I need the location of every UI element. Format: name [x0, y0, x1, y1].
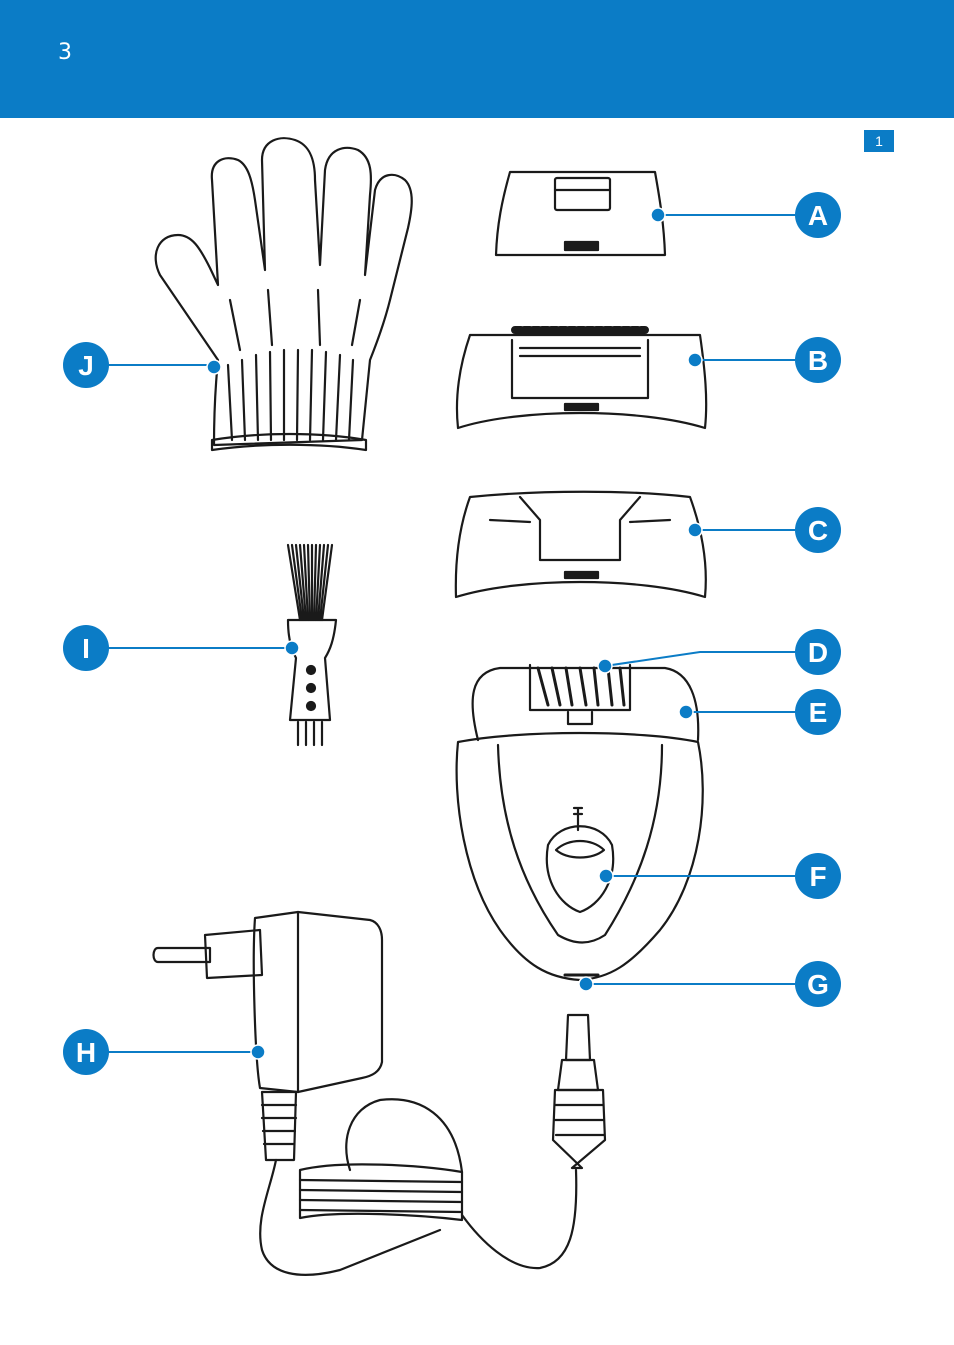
svg-text:D: D	[808, 637, 828, 668]
anchor-dot-b	[688, 353, 702, 367]
svg-text:J: J	[78, 350, 94, 381]
leader-line-d	[605, 652, 795, 666]
callout-j: J	[63, 342, 109, 388]
shaving-head-illustration	[457, 330, 706, 428]
cap-illustration	[496, 172, 665, 255]
svg-text:C: C	[808, 515, 828, 546]
attachment-cap-illustration	[456, 492, 706, 597]
svg-text:A: A	[808, 200, 828, 231]
appliance-illustration	[457, 665, 703, 980]
anchor-dot-a	[651, 208, 665, 222]
callout-g: G	[795, 961, 841, 1007]
callout-h: H	[63, 1029, 109, 1075]
anchor-dot-d	[598, 659, 612, 673]
callout-b: B	[795, 337, 841, 383]
callout-c: C	[795, 507, 841, 553]
callout-i: I	[63, 625, 109, 671]
callout-f: F	[795, 853, 841, 899]
massage-glove-illustration	[156, 138, 412, 450]
svg-text:E: E	[809, 697, 828, 728]
anchor-dot-c	[688, 523, 702, 537]
svg-text:F: F	[809, 861, 826, 892]
anchor-dot-e	[679, 705, 693, 719]
anchor-dot-h	[251, 1045, 265, 1059]
anchor-dot-f	[599, 869, 613, 883]
svg-text:G: G	[807, 969, 829, 1000]
svg-text:H: H	[76, 1037, 96, 1068]
svg-text:I: I	[82, 633, 90, 664]
anchor-dot-j	[207, 360, 221, 374]
anchor-dot-g	[579, 977, 593, 991]
callout-a: A	[795, 192, 841, 238]
callout-e: E	[795, 689, 841, 735]
anchor-dot-i	[285, 641, 299, 655]
callout-d: D	[795, 629, 841, 675]
svg-text:B: B	[808, 345, 828, 376]
